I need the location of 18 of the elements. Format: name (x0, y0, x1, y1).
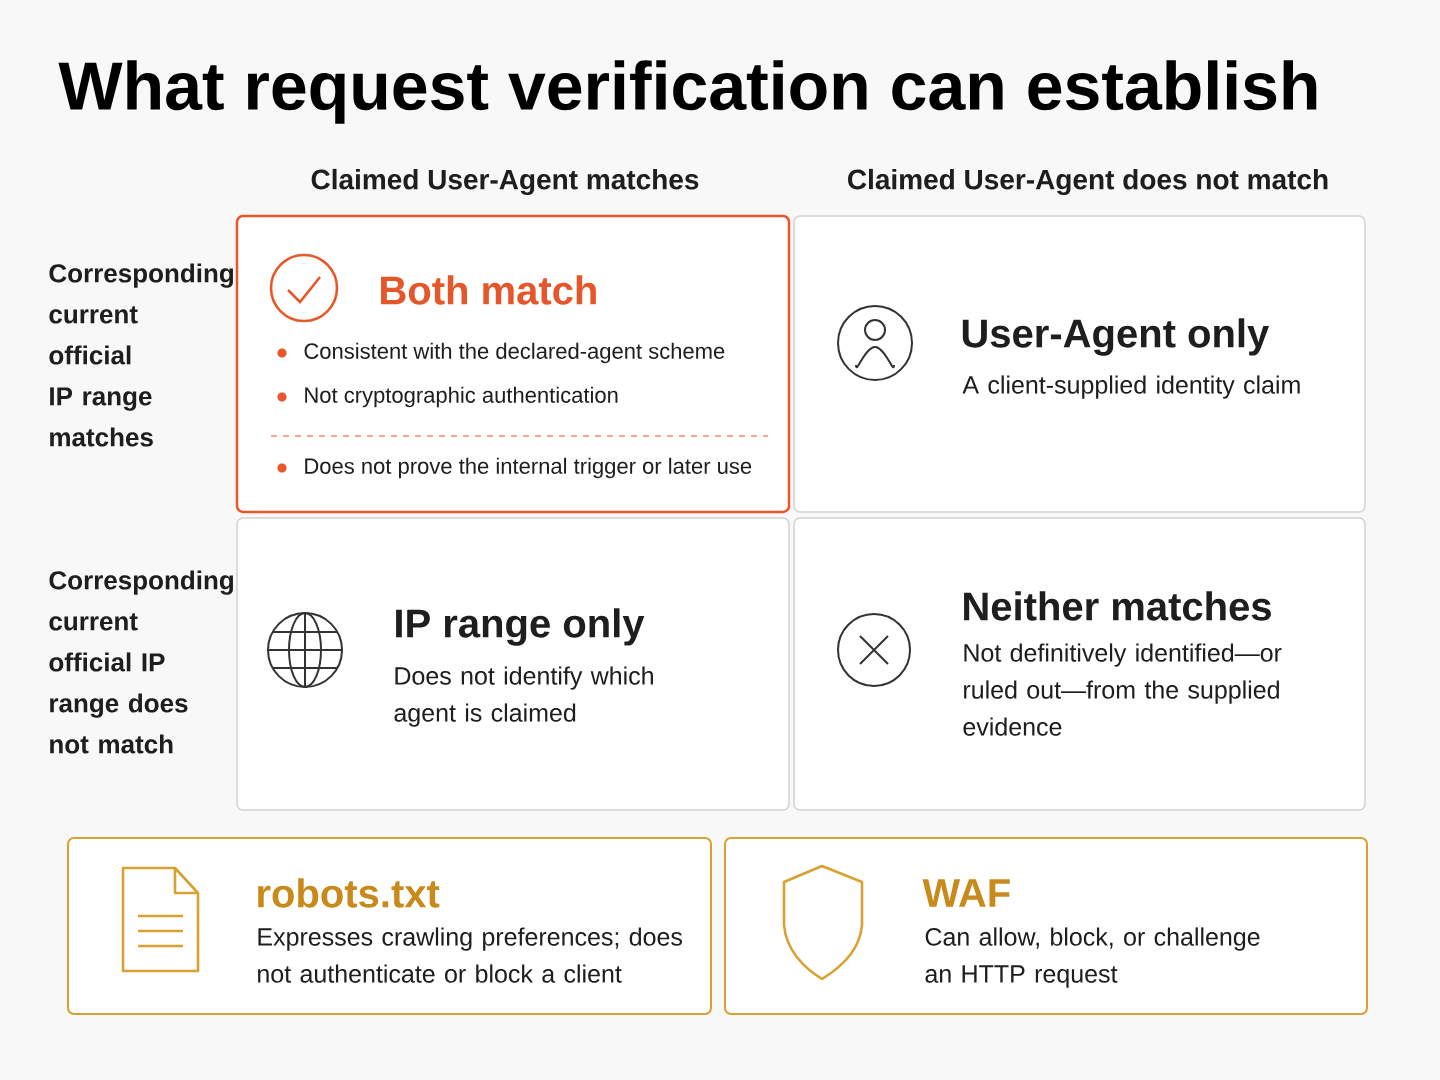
card-heading: WAF (922, 879, 1010, 907)
card-heading: Neither matches (964, 591, 1271, 621)
card-heading: IP range only (396, 608, 645, 646)
card-text: Does not identify which agent is claimed (394, 666, 653, 727)
bullet-item: Consistent with the declared-agent scheme (277, 342, 725, 364)
card-text: A client-supplied identity claim (962, 375, 1300, 399)
title: What request verification can establish (58, 60, 1317, 124)
row-header: Corresponding current official IP range does not match (49, 570, 233, 754)
bullet-item: Does not prove the internal trigger or later use (277, 457, 752, 479)
row-header: Corresponding current official IP range matches (49, 263, 233, 447)
card-text: Not definitively identified—or ruled out—from the supplied evidence (963, 643, 1282, 736)
card-heading: Both match (381, 275, 596, 305)
card-text: Expresses crawling preferences; does not authenticate or block a client (258, 927, 682, 983)
card-text: Can allow, block, or challenge an HTTP request (925, 927, 1260, 988)
column-header: Claimed User-Agent does not match (848, 168, 1328, 196)
bullet-item: Not cryptographic authentication (277, 386, 618, 408)
card-heading: robots.txt (258, 878, 440, 908)
card-heading: User-Agent only (962, 318, 1270, 356)
